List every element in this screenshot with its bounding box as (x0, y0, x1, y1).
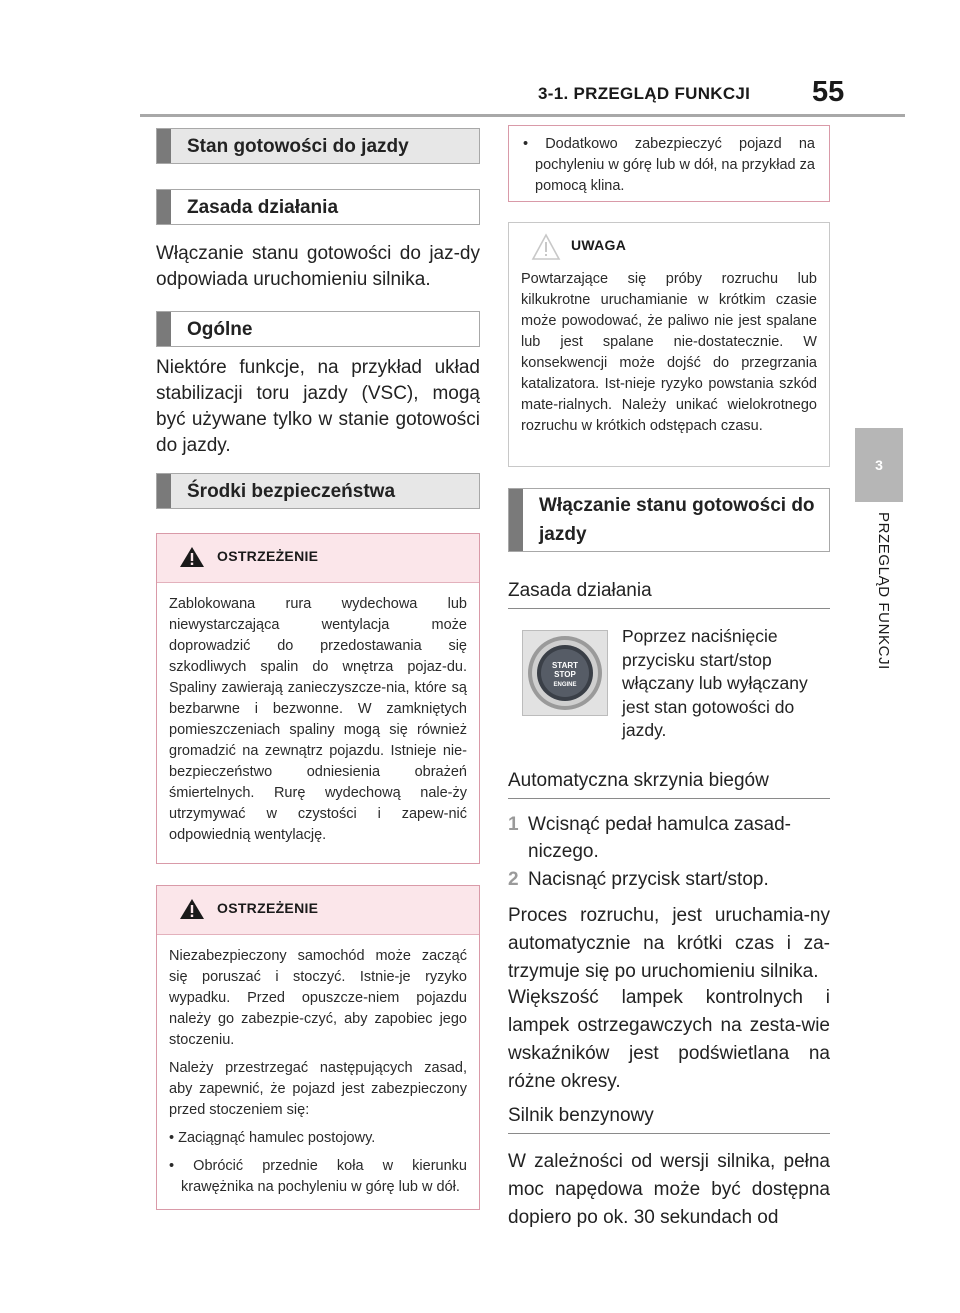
warning-text: Zablokowana rura wydechowa lub niewystar… (169, 596, 467, 843)
step-1: 1 Wcisnąć pedał hamulca zasad-niczego. (508, 811, 830, 865)
step-number: 1 (508, 814, 519, 835)
heading-bar (157, 190, 171, 224)
start-stop-button-image: START STOP ENGINE (522, 630, 608, 716)
heading-safety: Środki bezpieczeństwa (156, 473, 480, 509)
warning-label: OSTRZEŻENIE (217, 548, 319, 564)
subheading-automatic-transmission: Automatyczna skrzynia biegów (508, 770, 830, 799)
heading-bar (157, 129, 171, 163)
step-number: 2 (508, 869, 519, 890)
notice-label: UWAGA (571, 237, 627, 253)
heading-general: Ogólne (156, 311, 480, 347)
notice-box: UWAGA Powtarzające się próby rozruchu lu… (508, 222, 830, 467)
heading-text: Ogólne (187, 318, 253, 340)
warning-box-exhaust: OSTRZEŻENIE Zablokowana rura wydechowa l… (156, 533, 480, 864)
heading-text: Stan gotowości do jazdy (187, 135, 409, 157)
warning-continuation: • Dodatkowo zabezpieczyć pojazd na pochy… (508, 125, 830, 202)
heading-enable-ready: Włączanie stanu gotowości do jazdy (508, 488, 830, 552)
warning-box-rolling: OSTRZEŻENIE Niezabezpieczony samochód mo… (156, 885, 480, 1210)
heading-bar (157, 474, 171, 508)
button-text-stop: STOP (554, 670, 576, 679)
warning-header: OSTRZEŻENIE (157, 886, 479, 935)
chapter-label: PRZEGLĄD FUNKCJI (875, 512, 892, 670)
paragraph-start-process: Proces rozruchu, jest uruchamia-ny autom… (508, 905, 830, 982)
warning-bullet: • Obrócić przednie koła w kierunku krawę… (169, 1158, 467, 1195)
chapter-tab: 3 (855, 428, 903, 502)
heading-principle: Zasada działania (156, 189, 480, 225)
paragraph-indicator-lamps: Większość lampek kontrolnych i lampek os… (508, 987, 830, 1092)
heading-text: Środki bezpieczeństwa (187, 480, 396, 502)
warning-header: OSTRZEŻENIE (157, 534, 479, 583)
button-text-start: START (552, 661, 578, 670)
warning-bullet: • Zaciągnąć hamulec postojowy. (169, 1130, 376, 1146)
warning-triangle-icon (180, 899, 204, 919)
step-text: Nacisnąć przycisk start/stop. (528, 869, 769, 890)
warning-triangle-icon (180, 547, 204, 567)
paragraph-general: Niektóre funkcje, na przykład układ stab… (156, 357, 480, 456)
button-text-engine: ENGINE (553, 682, 576, 688)
header-rule (140, 114, 905, 117)
warning-paragraph: Należy przestrzegać następujących zasad,… (169, 1060, 467, 1118)
button-caption: Poprzez naciśnięcie przycisku start/stop… (622, 626, 808, 740)
warning-paragraph: Niezabezpieczony samochód może zacząć si… (169, 948, 467, 1048)
step-text: Wcisnąć pedał hamulca zasad-niczego. (528, 814, 791, 862)
subheading-principle: Zasada działania (508, 580, 830, 609)
start-stop-button-icon: START STOP ENGINE (528, 636, 602, 710)
warning-content: Niezabezpieczony samochód może zacząć si… (169, 946, 467, 1205)
paragraph-petrol-engine: W zależności od wersji silnika, pełna mo… (508, 1151, 830, 1228)
warning-label: OSTRZEŻENIE (217, 900, 319, 916)
heading-bar (157, 312, 171, 346)
heading-bar (509, 489, 523, 551)
heading-text: Włączanie stanu gotowości do jazdy (539, 495, 815, 545)
paragraph-ready-state: Włączanie stanu gotowości do jaz-dy odpo… (156, 243, 480, 290)
page-number: 55 (812, 76, 845, 108)
subheading-petrol-engine: Silnik benzynowy (508, 1105, 830, 1134)
notice-text: Powtarzające się próby rozruchu lub kilk… (521, 271, 817, 434)
section-title: 3-1. PRZEGLĄD FUNKCJI (538, 84, 751, 103)
heading-ready-state: Stan gotowości do jazdy (156, 128, 480, 164)
caution-triangle-icon (531, 233, 561, 260)
heading-text: Zasada działania (187, 196, 339, 218)
warning-bullet: • Dodatkowo zabezpieczyć pojazd na pochy… (523, 136, 815, 194)
step-2: 2 Nacisnąć przycisk start/stop. (508, 867, 830, 893)
